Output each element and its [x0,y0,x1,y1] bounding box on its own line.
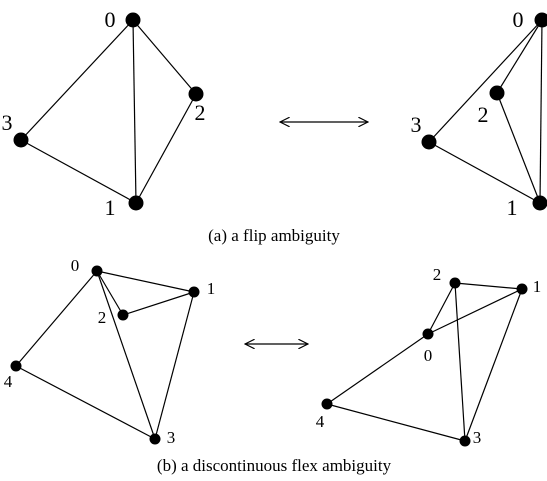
panel-b-caption: (b) a discontinuous flex ambiguity [157,456,392,475]
panel-a-left-vertex-0 [125,12,141,28]
panel-a-right-vertex-3 [421,134,437,150]
panel-a-left-vertex-label-1: 1 [105,195,116,220]
panel-a-left-vertex-3 [13,132,29,148]
panel-a-caption: (a) a flip ambiguity [208,226,340,245]
panel-a-left-graph: 0 1 2 3 [2,7,206,220]
panel-a-right-vertex-0 [534,12,547,28]
panel-a-left-vertex-label-0: 0 [105,7,116,32]
panel-b-right-vertex-label-0: 0 [424,346,433,365]
panel-a-right-graph: 0 1 2 3 [411,7,547,220]
panel-b-left-vertex-label-3: 3 [167,428,176,447]
panel-a-right-edge-0-1 [539,19,543,204]
panel-b-right-vertex-4 [321,398,333,410]
panel-b-left-vertex-label-1: 1 [207,279,216,298]
panel-b-right-edge-0-1 [427,288,523,335]
panel-b-left-edge-1-2 [122,291,195,316]
panel-b-right-vertex-label-2: 2 [433,265,442,284]
panel-b-right-edge-2-3 [454,282,466,442]
panel-a-right-edge-1-3 [428,141,541,204]
panel-a-right-edge-0-2 [496,19,543,94]
panel-b-right-graph: 0 1 2 3 4 [316,265,542,447]
panel-b-right-edge-1-3 [464,288,523,442]
panel-a-left-edge-1-3 [20,139,137,204]
panel-a-right-vertex-label-1: 1 [507,195,518,220]
panel-a-left-edge-0-1 [132,19,137,204]
panel-b-left-edge-3-4 [15,365,156,440]
panel-b-right-vertex-1 [516,283,528,295]
panel-b-left-edge-0-2 [96,270,124,316]
panel-a-left-vertex-label-2: 2 [195,100,206,125]
panel-a-left-edge-1-2 [135,93,197,204]
panel-a-right-vertex-label-3: 3 [411,112,422,137]
panel-a-left-edge-0-3 [20,19,134,141]
panel-b-right-vertex-2 [449,277,461,289]
panel-b-right-edge-3-4 [326,403,466,442]
panel-b-left-vertex-2 [117,309,129,321]
panel-a-left-vertex-label-3: 3 [2,110,13,135]
panel-b-left-edge-1-3 [154,291,195,440]
panel-b-right-edge-0-4 [326,333,429,405]
panel-a-right-vertex-1 [532,195,547,211]
panel-b-left-vertex-3 [149,433,161,445]
panel-b-left-vertex-label-0: 0 [71,256,80,275]
panel-b-right-vertex-label-1: 1 [533,277,542,296]
panel-a-right-vertex-label-2: 2 [478,102,489,127]
panel-a-right-edge-1-2 [496,92,541,204]
panel-b-left-edge-0-1 [96,270,195,293]
panel-b-left-vertex-label-4: 4 [4,372,13,391]
panel-a-left-vertex-1 [128,195,144,211]
panel-b-right-edge-0-2 [427,282,456,335]
panel-a-left-edge-0-2 [132,19,197,95]
panel-b-right-vertex-3 [459,435,471,447]
panel-b-right-vertex-0 [422,328,434,340]
panel-b-left-vertex-0 [91,265,103,277]
panel-b-left-edge-0-4 [15,270,98,367]
panel-b-right-edge-1-2 [454,282,523,290]
panel-a-right-vertex-label-0: 0 [513,7,524,32]
panel-b-left-graph: 0 1 2 3 4 [4,256,216,447]
panel-a-right-vertex-2 [489,85,505,101]
panel-b-left-edge-0-3 [96,270,156,440]
panel-b-right-vertex-label-3: 3 [473,428,482,447]
panel-b-left-vertex-1 [188,286,200,298]
panel-b-right-vertex-label-4: 4 [316,412,325,431]
panel-a-left-vertex-2 [188,86,204,102]
panel-b-left-vertex-4 [10,360,22,372]
panel-b-left-vertex-label-2: 2 [98,308,107,327]
panel-a-right-edge-0-3 [428,19,543,143]
